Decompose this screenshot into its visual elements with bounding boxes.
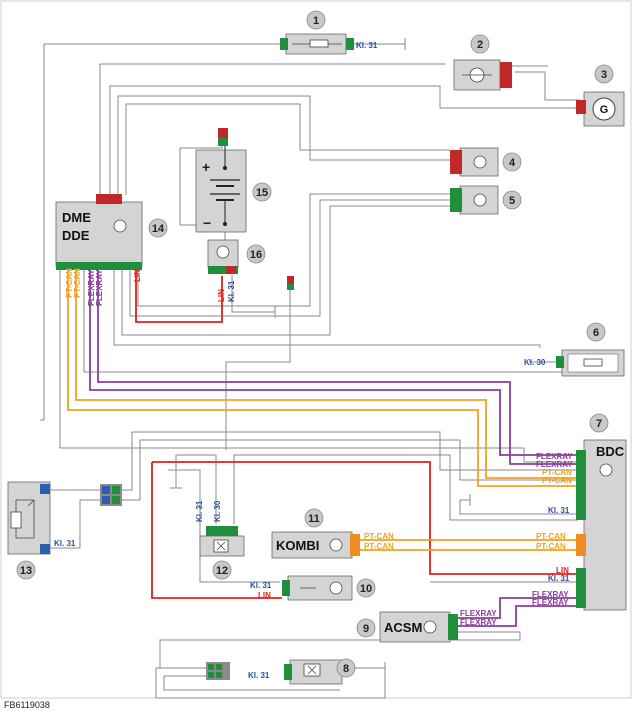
c11-number: 11: [308, 513, 320, 525]
dme-label: DME: [62, 210, 91, 225]
bdc-ptcan-label-2: PT-CAN: [542, 476, 572, 485]
component-10: Kl. 31 LIN 10: [250, 575, 376, 601]
bdc-flexray-label-3: FLEXRAY: [532, 590, 569, 599]
component-2: 2: [453, 34, 512, 91]
c1-number: 1: [313, 15, 319, 27]
c13-kl31-label: Kl. 31: [54, 539, 76, 548]
inline-connector-green: [287, 284, 294, 290]
component-14-dme: DME DDE 14 PT-CAN PT-CAN FLEXRAY FLEXRAY…: [55, 194, 168, 306]
component-16: LIN Kl. 31 16: [207, 239, 266, 302]
c16-lin-label: LIN: [217, 289, 226, 302]
dme-flexray-label-2: FLEXRAY: [95, 269, 104, 306]
c13-number-badge: [16, 560, 36, 580]
bdc-label: BDC: [596, 444, 625, 459]
generator-symbol: G: [600, 104, 609, 116]
c4-number-badge: [502, 152, 522, 172]
acsm-flexray-label-1: FLEXRAY: [460, 609, 497, 618]
component-3: G 3: [576, 64, 625, 127]
kombi-label: KOMBI: [276, 538, 319, 553]
c14-number-badge: [148, 218, 168, 238]
lin-wires: [135, 266, 578, 599]
svg-text:−: −: [203, 215, 211, 231]
c15-number-badge: [252, 182, 272, 202]
component-1: Kl. 31 1: [280, 10, 378, 55]
c10-number: 10: [360, 583, 372, 595]
grey-wires: [40, 38, 613, 699]
svg-text:+: +: [202, 159, 210, 175]
acsm-flexray-label-2: FLEXRAY: [460, 618, 497, 627]
component-8: Kl. 31 8: [206, 658, 356, 685]
c9-number-badge: [356, 618, 376, 638]
bdc-kl31-label: Kl. 31: [548, 506, 570, 515]
component-5: 5: [450, 185, 522, 215]
c1-kl31-label: Kl. 31: [356, 41, 378, 50]
c12-number: 12: [216, 565, 228, 577]
component-12: Kl. 31 Kl. 30 12: [195, 500, 245, 580]
c12-kl30-label: Kl. 30: [213, 500, 222, 522]
dde-label: DDE: [62, 228, 90, 243]
component-15-battery: + − 15: [195, 128, 272, 233]
dme-ptcan-label-1: PT-CAN: [65, 268, 74, 298]
kombi-ptcan-label-2: PT-CAN: [364, 542, 394, 551]
inline-connector-red: [287, 276, 294, 290]
c6-number-badge: [586, 322, 606, 342]
c16-number: 16: [250, 249, 262, 261]
c14-number: 14: [152, 223, 165, 235]
bdc-flexray-label-4: FLEXRAY: [532, 598, 569, 607]
bdc-ptcan-label-4: PT-CAN: [536, 542, 566, 551]
component-11-kombi: KOMBI 11 PT-CAN PT-CAN: [271, 508, 394, 559]
c12-number-badge: [212, 560, 232, 580]
c11-number-badge: [304, 508, 324, 528]
c15-number: 15: [256, 187, 268, 199]
figure-code: FB6119038: [4, 700, 50, 710]
component-9-acsm: ACSM 9 FLEXRAY FLEXRAY: [356, 609, 497, 643]
c6-kl30-label: Kl. 30: [524, 358, 546, 367]
c3-number-badge: [594, 64, 614, 84]
kombi-ptcan-label-1: PT-CAN: [364, 532, 394, 541]
c7-number-badge: [589, 413, 609, 433]
bdc-lin-label: LIN: [556, 566, 569, 575]
c5-number-badge: [502, 190, 522, 210]
c12-kl31-label: Kl. 31: [195, 500, 204, 522]
c6-number: 6: [593, 327, 599, 339]
c2-number: 2: [477, 39, 483, 51]
c9-number: 9: [363, 623, 369, 635]
c10-kl31-label: Kl. 31: [250, 581, 272, 590]
c13-number: 13: [20, 565, 32, 577]
component-7-bdc: BDC 7 FLEXRAY FLEXRAY PT-CAN PT-CAN Kl. …: [532, 413, 627, 611]
acsm-label: ACSM: [384, 620, 422, 635]
dme-flexray-label-1: FLEXRAY: [87, 269, 96, 306]
bdc-flexray-label-2: FLEXRAY: [536, 460, 573, 469]
dme-ptcan-label-2: PT-CAN: [73, 268, 82, 298]
flexray-wires: [89, 266, 578, 627]
c8-number-badge: [336, 658, 356, 678]
component-13: Kl. 31 13: [7, 481, 122, 580]
c1-number-badge: [306, 10, 326, 30]
dme-lin-label: LIN: [133, 269, 142, 282]
bdc-flexray-label-1: FLEXRAY: [536, 452, 573, 461]
c2-number-badge: [470, 34, 490, 54]
c3-number: 3: [601, 69, 607, 81]
c16-number-badge: [246, 244, 266, 264]
c10-number-badge: [356, 578, 376, 598]
component-6: Kl. 30 6: [524, 322, 625, 377]
ptcan-wires: [67, 266, 578, 551]
c7-number: 7: [596, 418, 602, 430]
c5-number: 5: [509, 195, 515, 207]
bdc-kl31-label-2: Kl. 31: [548, 574, 570, 583]
c8-kl31-label: Kl. 31: [248, 671, 270, 680]
c16-kl31-label: Kl. 31: [227, 280, 236, 302]
component-4: 4: [450, 147, 522, 177]
bdc-ptcan-label-1: PT-CAN: [542, 468, 572, 477]
c4-number: 4: [509, 157, 516, 169]
c8-number: 8: [343, 663, 349, 675]
bdc-ptcan-label-3: PT-CAN: [536, 532, 566, 541]
c10-lin-label: LIN: [258, 591, 271, 600]
